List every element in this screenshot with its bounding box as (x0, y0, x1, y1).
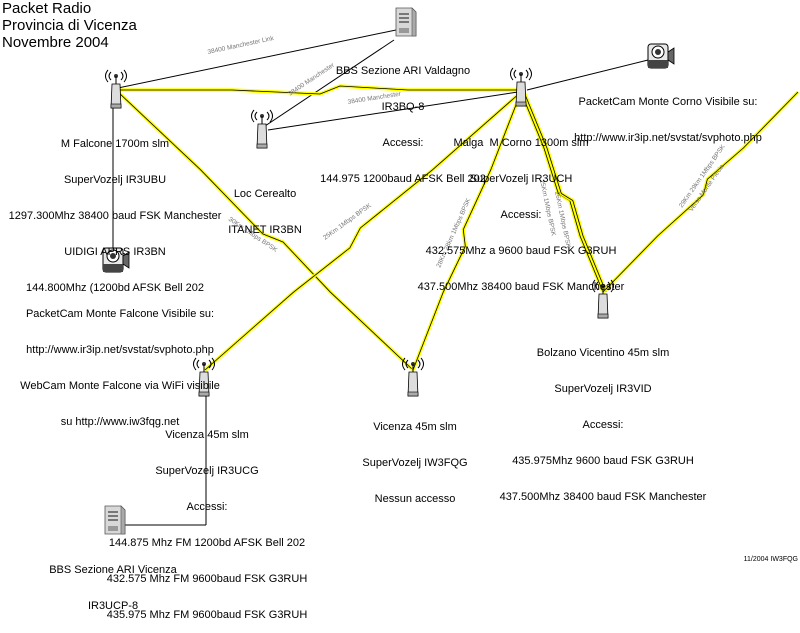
node-line: 437.500Mhz 38400 baud FSK Manchester (499, 491, 707, 503)
node-line: Loc Cerealto (233, 188, 297, 200)
node-line: SuperVozelj IR3VID (554, 383, 652, 395)
radio-link-corno-iw3fqg-outline (412, 91, 522, 371)
title-line: Novembre 2004 (2, 34, 109, 51)
node-line: http://www.ir3ip.net/svstat/svphoto.php (26, 344, 214, 356)
radio-link-falcone-iw3fqg-outline (117, 91, 414, 371)
radio-link-falcone-corno-outline (120, 85, 520, 95)
node-line: Nessun accesso (374, 493, 456, 505)
node-corno: Malga M Corno 1300m slm SuperVozelj IR3U… (410, 113, 632, 305)
label-falcone-valdagno: 38400 Manchester Link (207, 35, 275, 56)
radio-link-corno-bolzano-b-outline (523, 91, 607, 293)
node-line: WebCam Monte Falcone via WiFi visibile (20, 380, 220, 392)
node-bbs-valdagno: BBS Sezione ARI Valdagno IR3BQ-8 Accessi… (306, 41, 500, 197)
link-cerealto-corno (267, 91, 519, 131)
node-line: 144.800Mhz (1200bd AFSK Bell 202 (26, 282, 204, 294)
node-line: 437.500Mhz 38400 baud FSK Manchester (417, 281, 625, 293)
title-line: Packet Radio (2, 0, 92, 17)
node-line: http://www.ir3ip.net/svstat/svphoto.php (574, 132, 762, 144)
node-line: 432.575Mhz a 9600 baud FSK G3RUH (425, 245, 617, 257)
node-line: Accessi: (186, 501, 228, 513)
node-line: IR3BQ-8 (381, 101, 425, 113)
wired-links (112, 29, 649, 526)
corno-camera-icon (647, 43, 675, 69)
node-line: 1297.300Mhz 38400 baud FSK Manchester (8, 210, 222, 222)
node-line: IR3UCP-8 (87, 600, 139, 612)
link-corno-camera (526, 59, 649, 91)
node-line: Accessi: (382, 137, 424, 149)
node-line: 435.975Mhz 9600 baud FSK G3RUH (512, 455, 694, 467)
node-line: Vicenza 45m slm (373, 421, 457, 433)
link-falcone-valdagno (117, 29, 397, 89)
radio-links (116, 84, 800, 372)
node-line: BBS Sezione ARI Vicenza (49, 564, 177, 576)
iw3fqg-antenna-icon (402, 357, 424, 397)
node-line: PacketCam Monte Falcone Visibile su: (25, 308, 215, 320)
node-bbs-vicenza: BBS Sezione ARI Vicenza IR3UCP-8 (38, 540, 188, 624)
cerealto-antenna-icon (251, 109, 273, 149)
node-line: SuperVozelj IR3UCH (469, 173, 573, 185)
node-cam-corno: PacketCam Monte Corno Visibile su: http:… (558, 72, 778, 156)
radio-link-corno-ucg-outline (204, 91, 522, 371)
node-line: su http://www.iw3fqg.net (60, 416, 180, 428)
node-line: ITANET IR3BN (228, 224, 302, 236)
diagram-title: Packet Radio Provincia di Vicenza Novemb… (2, 0, 137, 51)
node-line: Malga M Corno 1300m slm (453, 137, 589, 149)
node-line: SuperVozelj IR3UCG (155, 465, 259, 477)
node-bolzano: Bolzano Vicentino 45m slm SuperVozelj IR… (488, 323, 718, 515)
radio-link-bolzano-right-outline (602, 91, 799, 293)
node-line: BBS Sezione ARI Valdagno (335, 65, 471, 77)
node-line: PacketCam Monte Corno Visibile su: (578, 96, 758, 108)
node-cerealto: Loc Cerealto ITANET IR3BN (215, 164, 315, 248)
node-line: 144.975 1200baud AFSK Bell 202 (320, 173, 486, 185)
node-line: SuperVozelj IW3FQG (362, 457, 468, 469)
footer-credit: 11/2004 IW3FQG (743, 556, 798, 563)
node-line: UIDIGI APRS IR3BN (64, 246, 166, 258)
node-line: 144.875 Mhz FM 1200bd AFSK Bell 202 (108, 537, 306, 549)
node-line: Vicenza 45m slm (165, 429, 249, 441)
node-vicenza-iw3fqg: Vicenza 45m slm SuperVozelj IW3FQG Nessu… (350, 397, 480, 517)
title-line: Provincia di Vicenza (2, 17, 137, 34)
node-line: SuperVozelj IR3UBU (63, 174, 167, 186)
node-falcone: M Falcone 1700m slm SuperVozelj IR3UBU 1… (2, 114, 228, 306)
valdagno-server-icon (395, 7, 417, 37)
network-diagram: 38400 Manchester Link 38400 Manchester 3… (102, 7, 800, 535)
node-line: Bolzano Vicentino 45m slm (536, 347, 670, 359)
node-line: M Falcone 1700m slm (60, 138, 170, 150)
node-line: Accessi: (500, 209, 542, 221)
node-line: Accessi: (582, 419, 624, 431)
node-cam-falcone: PacketCam Monte Falcone Visibile su: htt… (6, 284, 234, 440)
link-cerealto-valdagno (261, 39, 395, 129)
